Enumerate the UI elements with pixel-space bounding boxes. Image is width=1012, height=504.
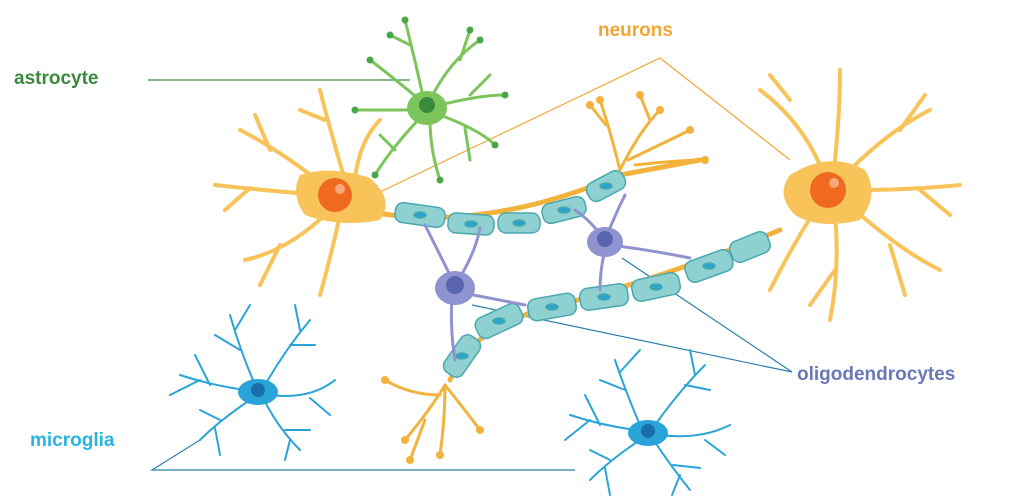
- myelin-sheath-icon: [727, 229, 772, 264]
- microglia-label: microglia: [30, 430, 114, 452]
- microglia-cell-icon: [170, 305, 335, 460]
- neuron-cell-icon: [760, 70, 960, 320]
- microglia-cell-icon: [565, 350, 730, 495]
- microglia-leader-line: [152, 440, 575, 470]
- oligodendrocytes-label: oligodendrocytes: [797, 364, 955, 386]
- astrocyte-label: astrocyte: [14, 68, 99, 90]
- astrocyte-cell-icon: [352, 17, 509, 184]
- lower-axon-terminals: [385, 380, 480, 460]
- neurons-label: neurons: [598, 20, 673, 42]
- neuron-cell-icon: [215, 90, 386, 295]
